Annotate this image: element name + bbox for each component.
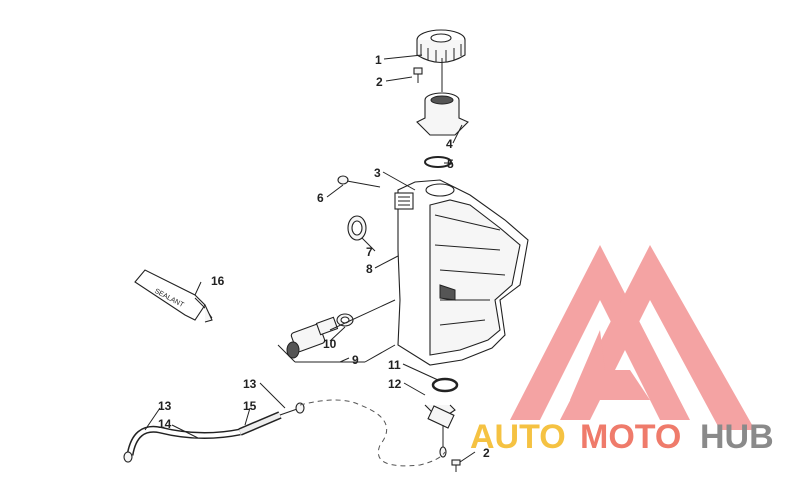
o-ring-bottom xyxy=(431,377,459,393)
filler-neck xyxy=(416,58,469,136)
watermark-hub: HUB xyxy=(700,418,774,456)
leader-lines xyxy=(144,54,476,463)
callout-7: 7 xyxy=(366,245,373,259)
callout-16: 16 xyxy=(211,274,225,288)
group-bracket xyxy=(277,344,396,363)
callout-13-right: 13 xyxy=(243,377,257,391)
callout-13-left: 13 xyxy=(158,399,172,413)
watermark-text: AUTO MOTO HUB xyxy=(470,418,774,456)
watermark-auto: AUTO xyxy=(470,418,566,456)
callout-5: 5 xyxy=(447,157,454,171)
callout-2-bottom: 2 xyxy=(483,446,490,460)
callouts: 1 2 3 4 5 6 7 8 9 10 11 12 13 13 14 15 1… xyxy=(158,53,490,460)
callout-12: 12 xyxy=(388,377,402,391)
watermark-moto: MOTO xyxy=(580,418,681,456)
fuel-cap xyxy=(416,29,466,64)
fuel-tank xyxy=(394,179,529,366)
sealant-tube: SEALANT xyxy=(134,269,213,323)
callout-2: 2 xyxy=(376,75,383,89)
callout-11: 11 xyxy=(388,358,401,372)
grommet-7 xyxy=(347,215,367,241)
fuel-valve xyxy=(286,313,354,359)
callout-9: 9 xyxy=(352,353,359,367)
callout-3: 3 xyxy=(374,166,381,180)
callout-14: 14 xyxy=(158,417,172,431)
callout-4: 4 xyxy=(446,137,453,151)
hose-route-line xyxy=(299,399,446,467)
outlet-fitting xyxy=(424,404,456,458)
callout-15: 15 xyxy=(243,399,257,413)
callout-10: 10 xyxy=(323,337,337,351)
callout-8: 8 xyxy=(366,262,373,276)
callout-1: 1 xyxy=(375,53,382,67)
callout-6: 6 xyxy=(317,191,324,205)
bolt-bottom xyxy=(451,459,461,472)
bolt-top xyxy=(413,67,423,83)
fuel-hose xyxy=(123,402,305,463)
screw-6 xyxy=(337,175,381,188)
watermark-logo xyxy=(510,245,755,430)
o-ring-top xyxy=(424,156,452,168)
